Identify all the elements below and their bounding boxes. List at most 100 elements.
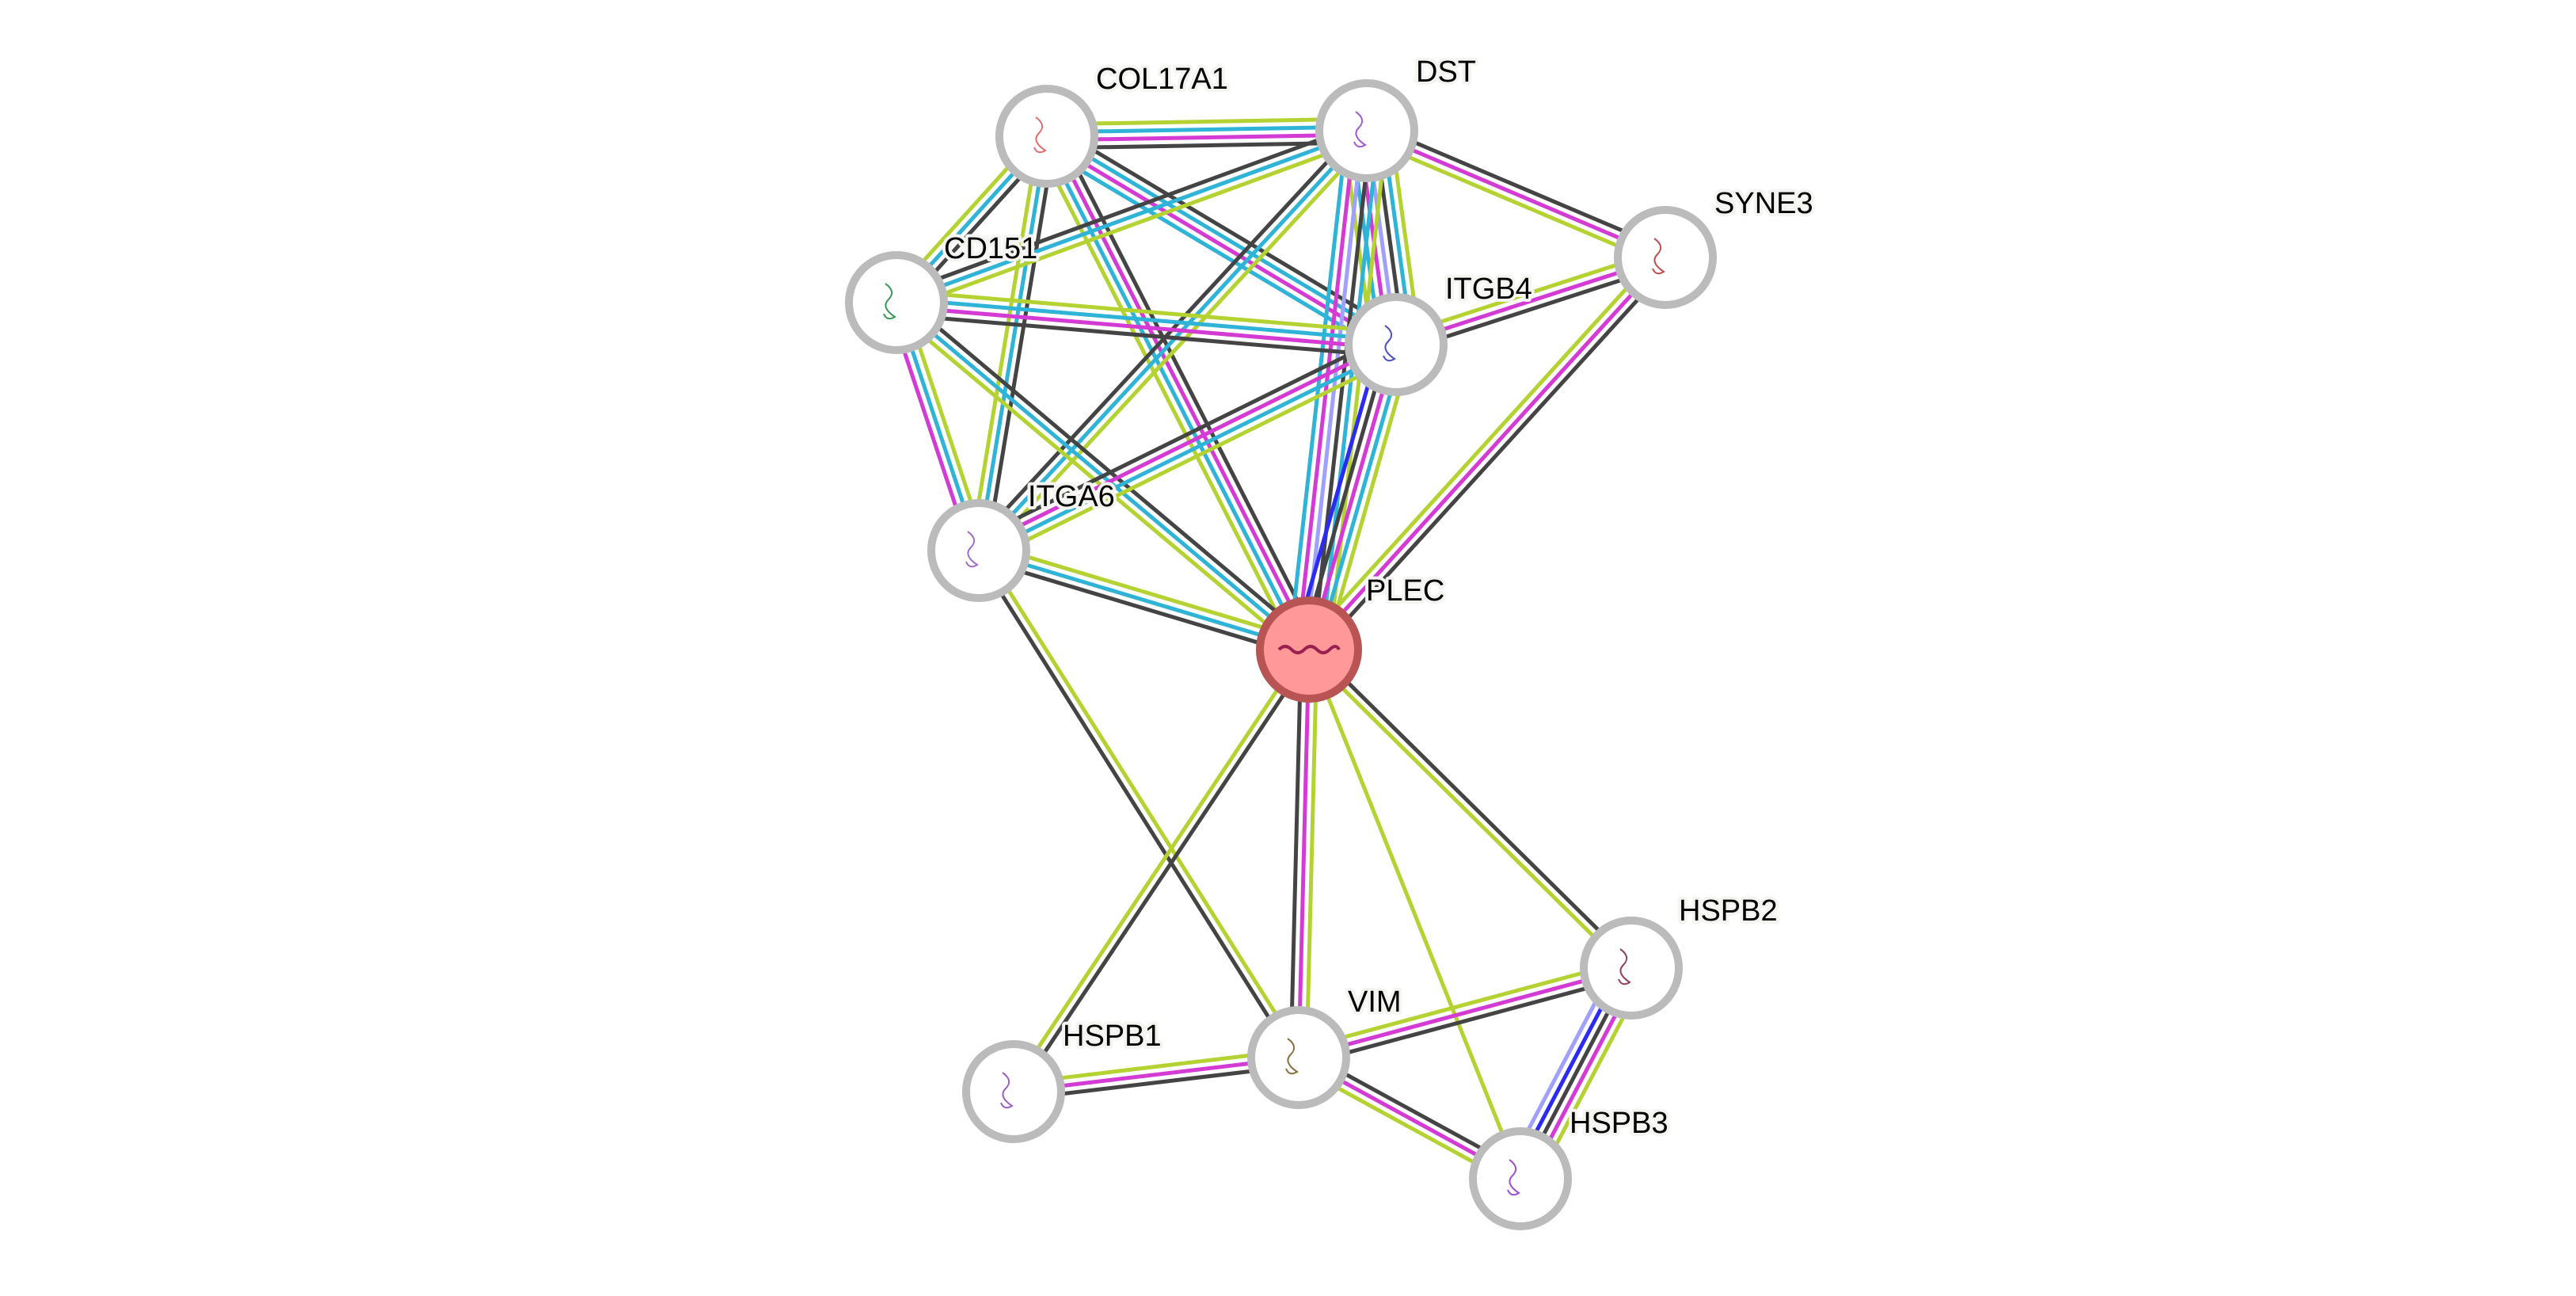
- node-bubble[interactable]: [1315, 79, 1418, 182]
- edge-evidence-textmining: [980, 547, 1304, 1057]
- edge-evidence-textmining: [983, 135, 1375, 558]
- edge-evidence-database: [896, 296, 1397, 343]
- edge-evidence-experiments: [1298, 966, 1632, 1060]
- edge-evidence-textmining: [1008, 646, 1307, 1091]
- edge-evidence-coexpression: [1288, 649, 1303, 1058]
- edge-evidence-coexpression: [1299, 341, 1391, 648]
- node-col17a1[interactable]: COL17A1: [995, 59, 1231, 188]
- node-bubble[interactable]: [1256, 597, 1362, 703]
- edge-evidence-textmining: [1326, 132, 1389, 653]
- edge-evidence-database: [976, 135, 1049, 551]
- node-hspb1[interactable]: HSPB1: [962, 1016, 1165, 1143]
- edge-evidence-coexpression: [1311, 131, 1373, 650]
- protein-structure-icon: [1383, 325, 1396, 362]
- edge-evidence-textmining: [1322, 348, 1414, 655]
- protein-structure-icon: [1507, 1159, 1520, 1196]
- edge-evidence-cooccurrence: [1292, 339, 1383, 646]
- edge-evidence-coexpression: [972, 332, 1392, 542]
- node-label: VIM: [1348, 985, 1402, 1019]
- edge-evidence-coexpression: [976, 556, 1307, 659]
- node-bubble[interactable]: [845, 251, 948, 354]
- edge-evidence-textmining: [968, 134, 1041, 550]
- edge-itgb4-itga6[interactable]: [972, 332, 1402, 563]
- node-bubble[interactable]: [1345, 293, 1448, 396]
- edge-evidence-textmining: [980, 541, 1312, 644]
- node-plec[interactable]: PLEC: [1256, 571, 1448, 703]
- node-label: HSPB1: [1063, 1020, 1162, 1053]
- edge-evidence-coexpression: [900, 295, 1316, 646]
- edge-syne3-plec[interactable]: [1301, 250, 1673, 657]
- node-hspb3[interactable]: HSPB3: [1469, 1104, 1672, 1230]
- edge-plec-hspb2[interactable]: [1304, 645, 1636, 973]
- node-bubble[interactable]: [1469, 1127, 1572, 1230]
- edges-layer: [887, 116, 1673, 1187]
- protein-structure-icon: [1618, 948, 1631, 985]
- node-cd151[interactable]: CD151: [845, 229, 1041, 354]
- node-bubble[interactable]: [962, 1040, 1065, 1143]
- node-label: DST: [1416, 55, 1476, 89]
- edge-evidence-textmining: [898, 136, 1371, 312]
- node-bubble[interactable]: [995, 85, 1098, 188]
- node-hspb2[interactable]: HSPB2: [1580, 891, 1781, 1020]
- nodes-layer: PLEC COL17A1 DST SYNE3 CD151ITGB4ITGA6HSPB2V…: [845, 52, 1817, 1230]
- edge-dst-syne3[interactable]: [1363, 121, 1669, 267]
- edge-evidence-database: [896, 128, 1368, 305]
- node-syne3[interactable]: SYNE3: [1614, 184, 1817, 309]
- edge-evidence-database: [1318, 132, 1381, 651]
- protein-structure-icon: [1353, 111, 1367, 148]
- node-label: CD151: [944, 232, 1037, 265]
- edge-dst-itga6[interactable]: [971, 124, 1375, 558]
- edge-evidence-database: [1046, 124, 1367, 135]
- edge-evidence-textmining: [897, 288, 1398, 335]
- node-label: ITGA6: [1028, 480, 1115, 513]
- edge-evidence-textmining: [1296, 958, 1630, 1052]
- node-label: COL17A1: [1096, 63, 1228, 96]
- edge-evidence-coexpression: [895, 312, 1395, 359]
- edge-evidence-database: [977, 129, 1368, 552]
- edge-evidence-experiments: [1366, 128, 1666, 260]
- protein-structure-icon: [1000, 1072, 1014, 1109]
- edge-evidence-database: [978, 548, 1310, 652]
- node-bubble[interactable]: [1580, 917, 1683, 1020]
- edge-evidence-coexpression: [1015, 650, 1315, 1096]
- edge-dst-cd151[interactable]: [892, 121, 1371, 312]
- edge-evidence-experiments: [1296, 649, 1311, 1058]
- node-vim[interactable]: VIM: [1247, 982, 1405, 1109]
- node-label: PLEC: [1366, 574, 1444, 608]
- protein-structure-icon: [883, 283, 896, 320]
- edge-col17a1-itga6[interactable]: [968, 134, 1057, 553]
- edge-evidence-experiments: [896, 304, 1396, 351]
- edge-itgb4-plec[interactable]: [1292, 339, 1414, 655]
- protein-structure-icon: [965, 531, 979, 568]
- node-bubble[interactable]: [927, 499, 1030, 602]
- edge-evidence-textmining: [1304, 650, 1319, 1058]
- edge-evidence-textmining: [983, 353, 1402, 563]
- edge-plec-hspb1[interactable]: [1008, 646, 1315, 1096]
- protein-structure-icon: [1652, 238, 1665, 275]
- node-itgb4[interactable]: ITGB4: [1345, 269, 1535, 396]
- node-label: ITGB4: [1445, 273, 1532, 306]
- node-bubble[interactable]: [1247, 1006, 1350, 1109]
- edge-plec-vim[interactable]: [1288, 649, 1319, 1058]
- edge-plec-hspb3[interactable]: [1307, 649, 1523, 1180]
- node-dst[interactable]: DST: [1315, 52, 1479, 182]
- edge-evidence-coexpression: [973, 551, 1297, 1062]
- edge-evidence-textmining: [1301, 250, 1661, 646]
- node-bubble[interactable]: [1614, 206, 1717, 309]
- protein-structure-icon: [1033, 116, 1047, 154]
- edge-evidence-coexpression: [1368, 121, 1669, 253]
- edge-evidence-textmining: [1304, 650, 1630, 973]
- edge-evidence-experiments: [1295, 129, 1357, 649]
- edge-itga6-vim[interactable]: [973, 547, 1304, 1062]
- edge-evidence-coexpression: [892, 121, 1365, 297]
- edge-vim-hspb2[interactable]: [1296, 958, 1634, 1068]
- edge-evidence-experiments: [1307, 256, 1667, 651]
- edge-evidence-database: [1315, 346, 1406, 653]
- edge-evidence-coexpression: [984, 137, 1057, 553]
- edge-itga6-plec[interactable]: [976, 541, 1312, 659]
- edge-evidence-textmining: [889, 307, 1306, 658]
- edge-cd151-itgb4[interactable]: [895, 288, 1398, 359]
- edge-evidence-coexpression: [971, 124, 1363, 547]
- node-itga6[interactable]: ITGA6: [927, 477, 1118, 602]
